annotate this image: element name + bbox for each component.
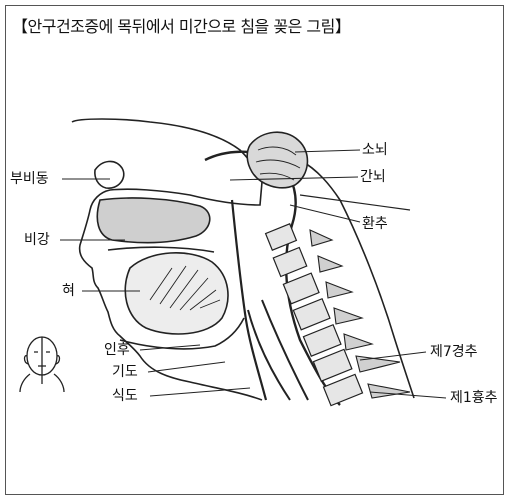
- label-t1: 제1흉추: [450, 390, 498, 406]
- sinus-outline: [95, 161, 124, 188]
- nasal-cavity-shape: [97, 198, 209, 243]
- label-tongue: 혀: [62, 283, 75, 299]
- small-head-icon: [20, 337, 64, 392]
- label-trachea: 기도: [112, 364, 138, 380]
- label-c7: 제7경추: [430, 344, 478, 360]
- label-cerebellum: 소뇌: [362, 142, 388, 158]
- palate-line: [108, 247, 214, 252]
- label-pharynx: 인후: [104, 342, 130, 358]
- acupuncture-needle: [300, 195, 410, 210]
- label-atlas: 환추: [362, 216, 388, 232]
- label-brainstem: 간뇌: [360, 169, 386, 185]
- label-nasal-cavity: 비강: [24, 232, 50, 248]
- tongue-shape: [125, 253, 228, 334]
- label-esophagus: 식도: [112, 388, 138, 404]
- label-sinus: 부비동: [10, 171, 49, 187]
- pharynx-tube: [232, 200, 266, 400]
